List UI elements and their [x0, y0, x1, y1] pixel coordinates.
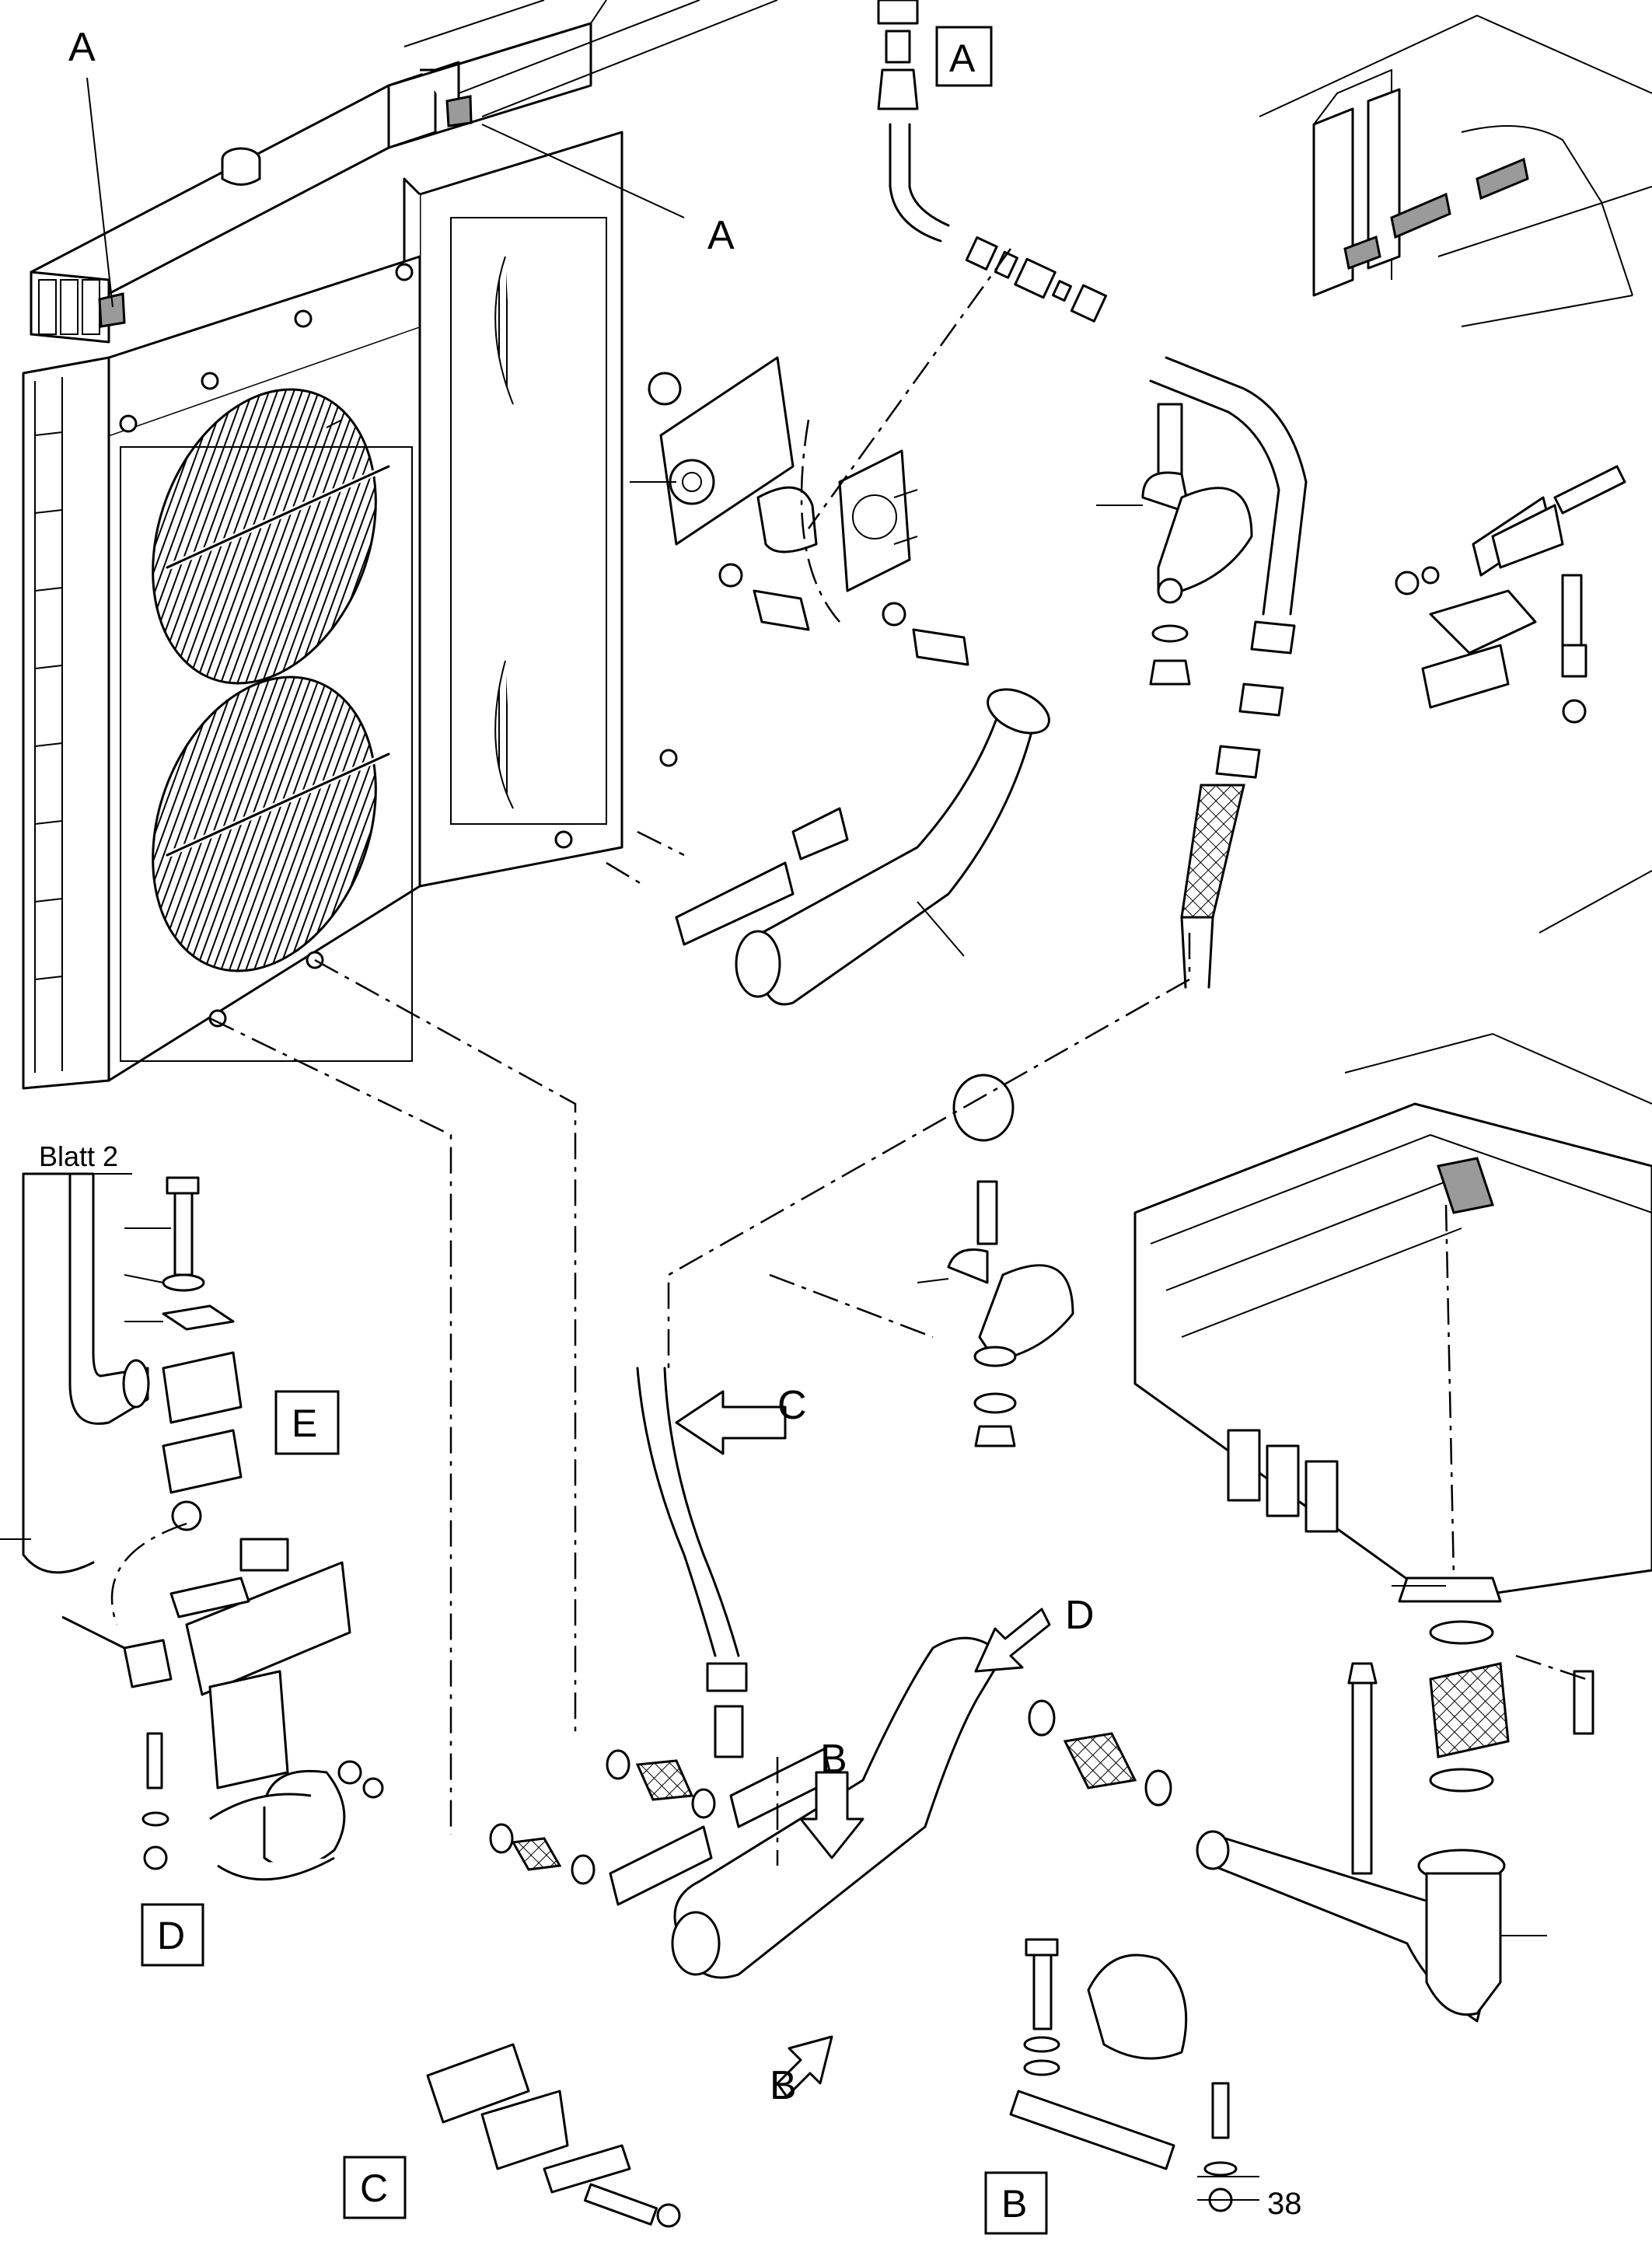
- label-c-arrow: C: [777, 1383, 807, 1428]
- arrow-b-bottom: [776, 2035, 833, 2098]
- arrow-d: [974, 1608, 1051, 1673]
- box-a: A: [935, 26, 993, 87]
- clamp-assembly-middle: [947, 1074, 1074, 1447]
- upper-fan: [152, 388, 377, 685]
- svg-text:C: C: [360, 2166, 388, 2210]
- box-e: E: [274, 1390, 340, 1455]
- shaded-cap-a: [98, 292, 126, 328]
- shaded-outlet: [1437, 1157, 1494, 1214]
- arrow-c: [675, 1390, 787, 1455]
- svg-text:B: B: [1001, 2182, 1027, 2226]
- lower-fan: [152, 676, 377, 972]
- label-a-top-left: A: [68, 25, 96, 70]
- detail-b-parts: [1009, 1938, 1238, 2212]
- bracket-assembly-e: [0, 1172, 384, 1881]
- svg-text:E: E: [292, 1402, 317, 1445]
- engine-detail-inset: [1259, 14, 1652, 327]
- label-b-arrow-bottom: B: [770, 2063, 797, 2108]
- detail-c-parts: [426, 2043, 681, 2228]
- assembly-guide-lines: [209, 248, 1587, 1866]
- box-d: D: [141, 1903, 204, 1967]
- side-ladder: [34, 377, 63, 1073]
- label-d-arrow: D: [1065, 1593, 1095, 1638]
- svg-text:D: D: [157, 1914, 185, 1957]
- top-fitting-line: [877, 0, 1308, 989]
- elbow-outlet: [1347, 1576, 1594, 2016]
- shaded-cap-b: [445, 95, 473, 127]
- label-a-mid: A: [707, 213, 735, 258]
- engine-block: [1133, 870, 1652, 1603]
- leader-lines: [23, 77, 1547, 2201]
- radiator-assembly: [22, 0, 778, 1090]
- arrow-b-top: [799, 1771, 864, 1859]
- svg-text:A: A: [949, 37, 976, 80]
- mounting-plate-group: [648, 356, 1253, 686]
- item-number-38: 38: [1267, 2187, 1302, 2221]
- bracket-assembly-right: [1395, 465, 1626, 724]
- direction-arrows: [675, 1390, 1051, 2098]
- box-b: B: [984, 2171, 1048, 2235]
- box-c: C: [343, 2156, 407, 2219]
- label-b-arrow-top: B: [820, 1737, 847, 1782]
- label-blatt-2: Blatt 2: [39, 1140, 118, 1172]
